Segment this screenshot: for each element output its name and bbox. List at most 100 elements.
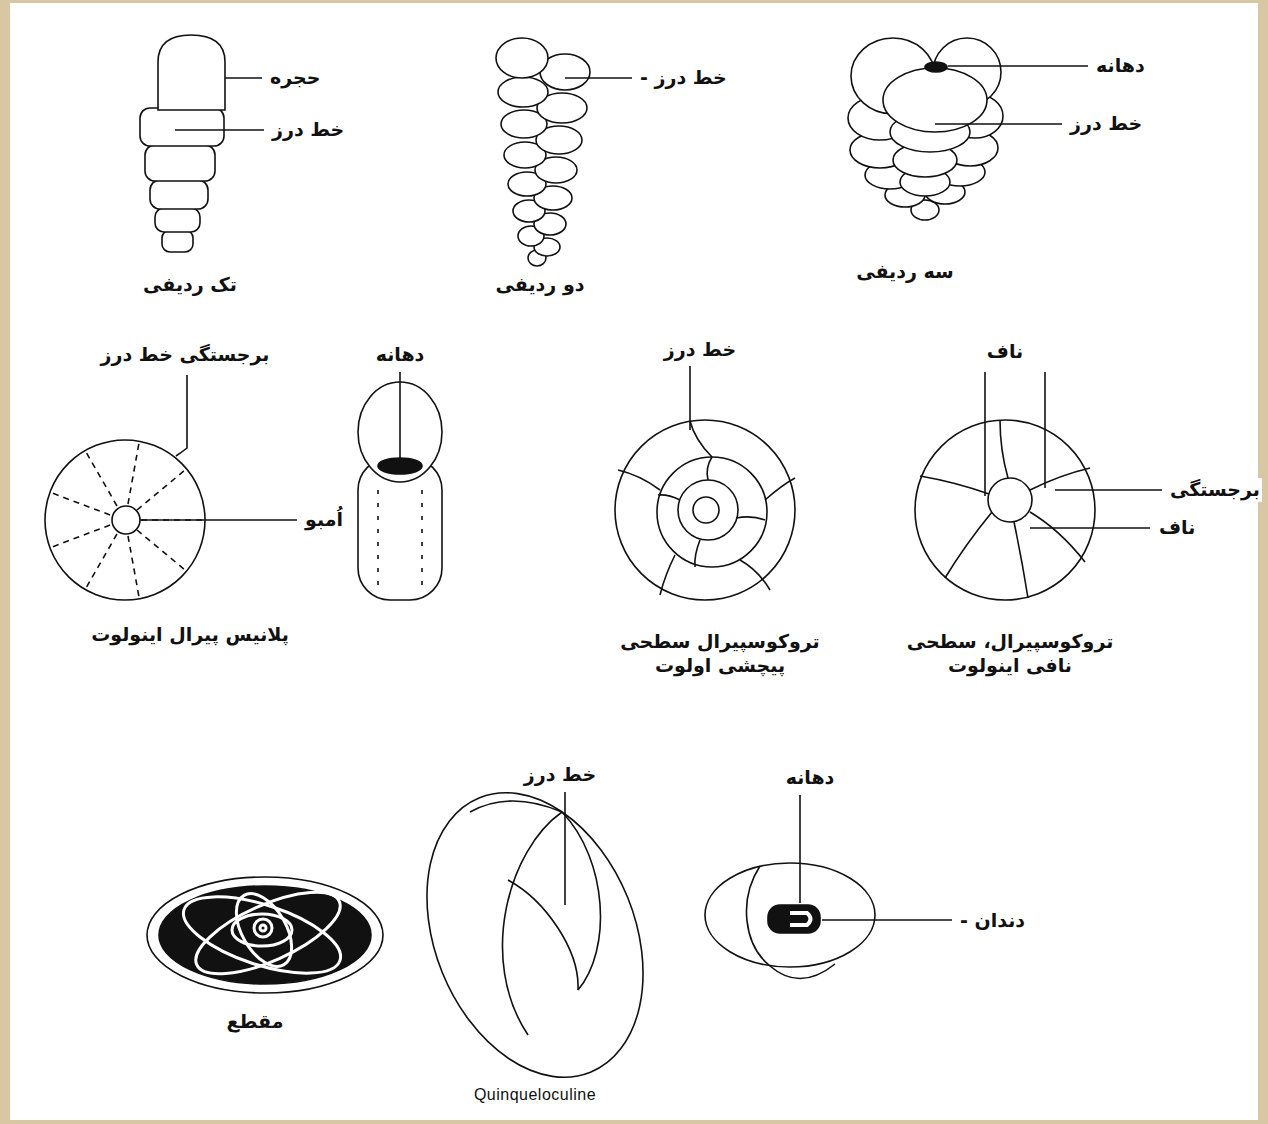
trochospiral-umbilical-test-part — [988, 478, 1032, 522]
leader-line — [564, 792, 566, 905]
section-view-part-part — [232, 914, 292, 946]
planispiral-side-view-part — [421, 490, 423, 585]
figure-caption: تک ردیفی — [141, 273, 239, 297]
apertural-view-part — [747, 866, 770, 966]
suture-ridge-part — [52, 525, 110, 547]
part-label: دهانه — [374, 343, 427, 367]
suture-line-part — [1014, 522, 1028, 598]
part-label: ناف — [1157, 516, 1197, 540]
section-view — [147, 876, 383, 993]
section-view-part-part — [175, 881, 350, 989]
trochospiral-evolute-test — [615, 420, 795, 600]
part-label: حجره — [268, 66, 322, 90]
suture-line-part — [740, 560, 770, 590]
leader-line — [689, 366, 691, 430]
leader-line — [565, 77, 632, 79]
biserial-test-part — [496, 38, 548, 78]
suture-ridge-part — [86, 534, 117, 588]
leader-line — [140, 372, 400, 520]
apertural-view-part — [705, 863, 875, 967]
section-view-part-part — [185, 876, 350, 991]
figure-caption: سه ردیفی — [854, 260, 956, 284]
suture-line-part — [658, 495, 680, 500]
leader-line-part — [1030, 527, 1150, 529]
quinqueloculine-test — [387, 760, 683, 1109]
suture-line-part — [736, 517, 765, 520]
part-label: خط درز — [662, 338, 738, 362]
leader-line-part — [689, 366, 691, 430]
planispiral-side-view-part — [377, 490, 379, 585]
part-label: خط درز — [522, 763, 598, 787]
trochospiral-evolute-test-part — [615, 420, 795, 600]
leader-line-part — [948, 65, 1088, 67]
planispiral-side-view-part — [378, 458, 422, 474]
triserial-test-part — [883, 68, 987, 132]
suture-line — [920, 420, 1090, 598]
section-view-part-part — [225, 884, 303, 975]
trochospiral-umbilical-test-part — [915, 420, 1095, 600]
suture-ridge-part — [86, 452, 117, 506]
leader-line-part — [1055, 489, 1162, 491]
suture-line-part — [1030, 468, 1090, 490]
section-view-part — [175, 876, 351, 991]
uniserial-test-part — [150, 180, 208, 209]
part-label: اُمبو — [303, 508, 345, 532]
suture-ridge-part — [137, 530, 185, 570]
uniserial-test-part — [155, 208, 200, 232]
leader-line — [935, 66, 1088, 124]
quinqueloculine-test-part — [562, 812, 600, 990]
part-label: برجستگی خط درز — [99, 343, 272, 367]
suture-line-part — [1000, 420, 1008, 478]
section-view-part-part — [254, 919, 272, 937]
part-label: دندان - — [958, 909, 1027, 933]
leader-line-part — [176, 375, 187, 456]
quinqueloculine-test-part — [508, 880, 578, 990]
part-label: دهانه — [1094, 54, 1147, 78]
quinqueloculine-test-part — [387, 760, 683, 1109]
quinqueloculine-test-part — [470, 801, 562, 812]
suture-line-part — [690, 421, 712, 457]
apertural-view-part — [770, 964, 835, 979]
leader-line-part — [399, 372, 401, 458]
part-label: خط درز - — [638, 66, 729, 90]
part-label: دهانه — [784, 766, 837, 790]
leader-line — [800, 795, 952, 920]
biserial-test — [496, 38, 590, 266]
trochospiral-evolute-test-part — [657, 457, 767, 567]
apertural-view-part — [790, 913, 811, 925]
leader-line-part — [564, 792, 566, 905]
suture-line-part — [765, 478, 795, 500]
suture-ridge-part — [128, 443, 139, 504]
quinqueloculine-test-part — [502, 812, 562, 1035]
trochospiral-evolute-test-part — [693, 497, 719, 523]
leader-line-part — [565, 77, 632, 79]
leader-line-part — [225, 77, 262, 79]
uniserial-test-part — [162, 230, 193, 252]
figure-caption: تروکوسپیرال سطحی پیچشی اولوت — [613, 630, 827, 678]
triserial-test-part — [925, 62, 947, 72]
suture-line-part — [695, 540, 700, 567]
trochospiral-umbilical-test — [915, 420, 1095, 600]
leader-line-part — [935, 123, 1062, 125]
suture-ridge-part — [52, 493, 110, 515]
leader-line-part — [984, 372, 986, 496]
uniserial-test-part — [158, 35, 225, 110]
suture-line-part — [660, 555, 675, 595]
leader-line-part — [822, 919, 952, 921]
suture-line-part — [1030, 512, 1085, 562]
suture-line-part — [618, 470, 660, 490]
suture-ridge-part — [128, 536, 139, 597]
planispiral-test-part — [112, 506, 140, 534]
suture-line-part — [707, 457, 712, 480]
suture-line-part — [920, 476, 989, 494]
uniserial-test-part — [140, 108, 224, 146]
leader-line-part — [175, 129, 264, 131]
section-view-part — [147, 877, 383, 993]
figure-caption: Quinqueloculine — [472, 1086, 598, 1104]
apertural-view-part — [768, 905, 820, 933]
section-view-part-part — [260, 925, 266, 931]
part-label: خط درز — [1068, 112, 1144, 136]
leader-line — [985, 372, 1162, 528]
leader-line-part — [140, 519, 297, 521]
